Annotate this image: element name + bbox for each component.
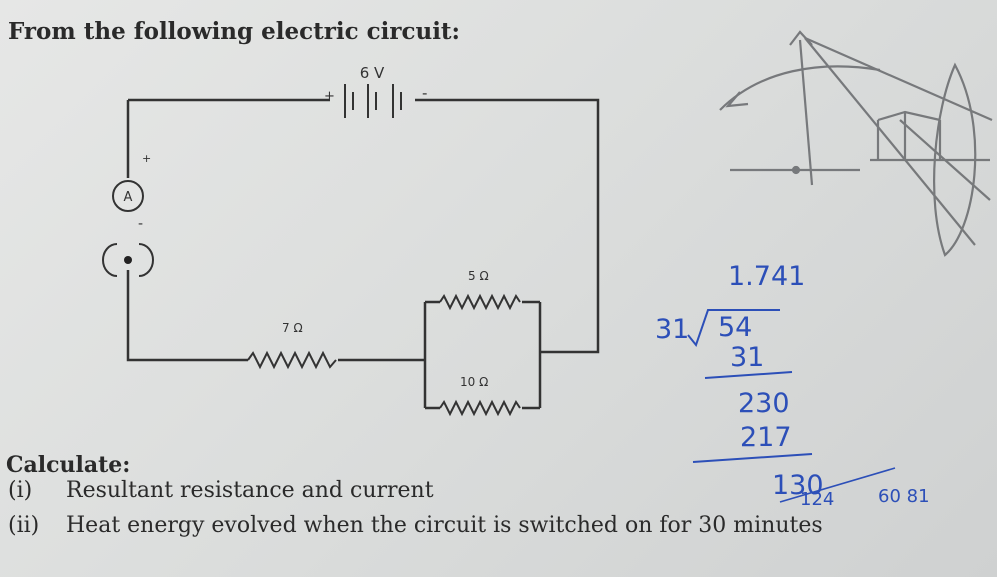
ammeter-plus-label: + [142,152,151,165]
battery-symbol [344,84,402,118]
ammeter-label: A [124,190,133,205]
division-bracket [687,309,780,348]
division-step-2: 230 [738,388,790,419]
division-divisor: 31 [655,314,689,345]
question-i: (i) Resultant resistance and current [8,478,434,503]
ammeter-minus-label: - [138,216,143,232]
question-i-number: (i) [8,478,33,503]
question-ii-number: (ii) [8,513,40,538]
division-step-1: 31 [730,342,764,373]
handwritten-division: 1.741 31 54 31 230 217 130 124 60 81 [655,261,930,510]
resistor-10-ohm [439,399,521,417]
wire-top-right [415,98,600,354]
division-step-4: 130 [772,470,824,501]
battery-label: 6 V [360,64,385,82]
question-i-text: Resultant resistance and current [66,478,434,503]
ammeter-symbol [112,180,144,212]
wire-left [126,100,248,362]
handwritten-side-numbers: 60 81 [878,486,930,507]
resistor-7-ohm-label: 7 Ω [282,321,303,335]
key-switch-symbol [102,243,154,277]
calculate-heading: Calculate: [6,452,131,478]
battery-plus-label: + [324,89,335,104]
pencil-sketch [719,30,993,257]
battery-minus-label: - [422,84,427,102]
division-quotient: 1.741 [728,261,805,292]
resistor-5-ohm [439,293,521,311]
resistor-10-ohm-label: 10 Ω [460,375,488,389]
division-step-5: 124 [800,489,834,510]
question-ii-text: Heat energy evolved when the circuit is … [66,513,823,538]
question-title: From the following electric circuit: [8,18,461,45]
division-step-3: 217 [740,422,792,453]
resistor-7-ohm [247,350,337,370]
resistor-5-ohm-label: 5 Ω [468,269,489,283]
division-dividend: 54 [718,312,752,343]
question-ii: (ii) Heat energy evolved when the circuit… [8,513,823,538]
